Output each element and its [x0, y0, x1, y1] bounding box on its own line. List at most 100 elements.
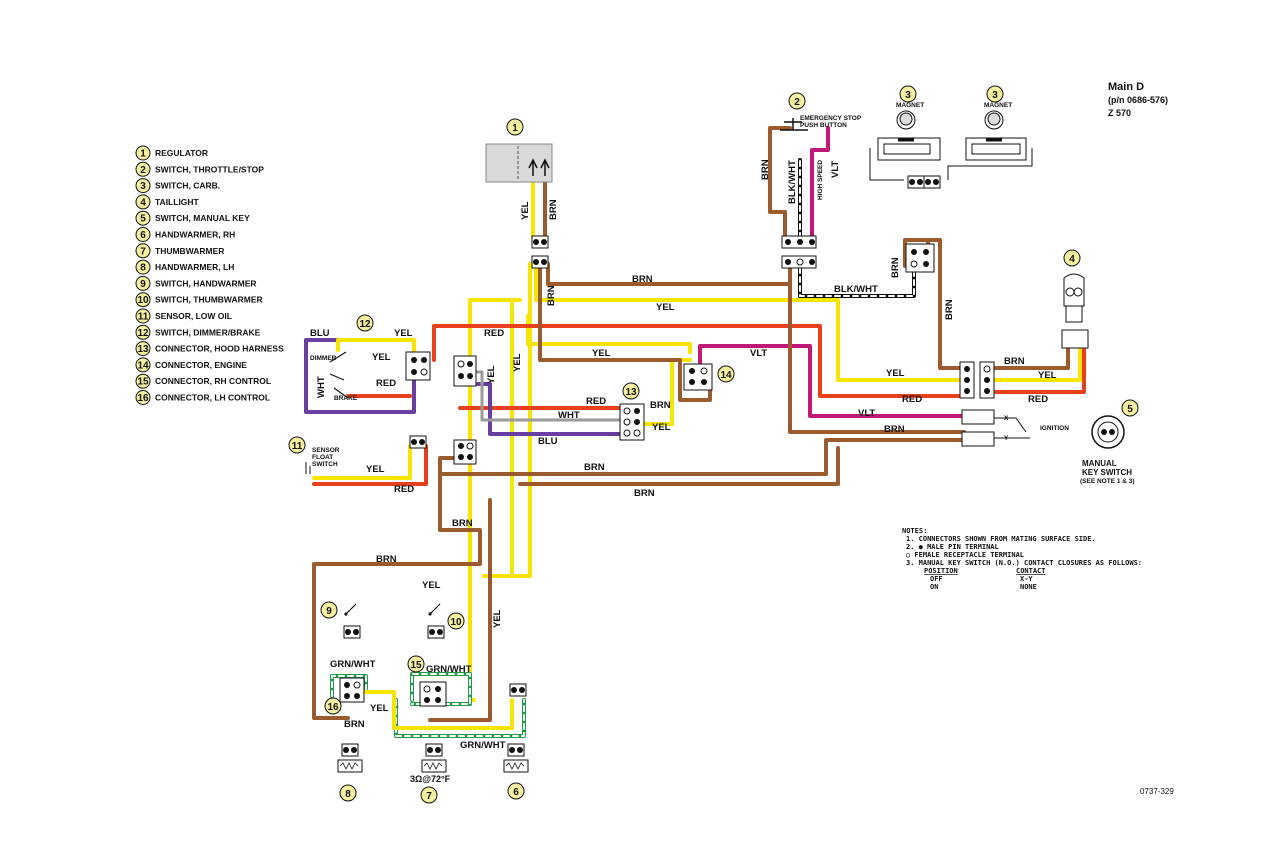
notes-line-4: 3. MANUAL KEY SWITCH (N.O.) CONTACT CLOS…	[906, 559, 1142, 567]
badge-6: 6	[507, 782, 525, 800]
legend-badge	[135, 259, 151, 275]
label-vlt-right: VLT	[858, 408, 875, 419]
ignition-label: IGNITION	[1040, 425, 1069, 432]
wire-yel-bottom	[362, 690, 514, 730]
dimmer-label: DIMMER	[310, 355, 337, 362]
svg-text:16: 16	[327, 702, 339, 713]
svg-text:11: 11	[292, 441, 303, 452]
low-oil-sensor: SENSOR FLOAT SWITCH	[305, 435, 427, 474]
rh-control-connector	[419, 681, 447, 707]
label-brn-bottom-loop: BRN	[376, 554, 397, 565]
label-brn-drop-left: BRN	[452, 518, 473, 529]
regulator	[485, 143, 553, 269]
notes-line-1: 1. CONNECTORS SHOWN FROM MATING SURFACE …	[906, 535, 1096, 543]
badge-1: 1	[506, 118, 524, 136]
sensor-label: SENSOR	[312, 447, 340, 454]
label-yel-hood: YEL	[652, 422, 671, 433]
label-blkwht-throttle: BLK/WHT	[787, 160, 798, 204]
label-brn-regulator: BRN	[548, 199, 559, 220]
wire-red-taillight	[990, 348, 1086, 394]
legend-badge	[135, 373, 151, 389]
svg-text:4: 4	[1069, 254, 1075, 265]
legend-label: HANDWARMER, LH	[155, 262, 234, 272]
wire-blu-hood	[476, 382, 624, 436]
label-brn-side: BRN	[890, 257, 901, 278]
svg-text:7: 7	[426, 791, 432, 802]
lh-control-connector	[339, 677, 365, 703]
badge-8: 8	[339, 784, 357, 802]
legend-number: 15	[137, 377, 149, 388]
wire-brn-taillight	[990, 338, 1070, 370]
svg-text:1: 1	[512, 123, 518, 134]
legend-label: SWITCH, DIMMER/BRAKE	[155, 327, 261, 337]
svg-text:3: 3	[992, 90, 998, 101]
wire-brn-mid	[438, 438, 966, 476]
badge-12: 12	[356, 314, 374, 332]
svg-text:9: 9	[326, 606, 332, 617]
label-brn-hood: BRN	[650, 400, 671, 411]
dimmer-brake-switch: DIMMER BRAKE	[310, 351, 431, 402]
magnet-label-2: MAGNET	[984, 102, 1012, 109]
taillight	[1061, 273, 1089, 349]
label-yel-sensor: YEL	[366, 464, 385, 475]
key-switch-label: KEY SWITCH	[1082, 468, 1132, 477]
wire-yel-regulator-down	[482, 262, 532, 578]
label-red-sensor: RED	[394, 484, 414, 495]
label-blkwht-bottom: BLK/WHT	[834, 284, 878, 295]
magnet-label-1: MAGNET	[896, 102, 924, 109]
wire-yel-sensor	[312, 444, 412, 480]
svg-text:14: 14	[720, 370, 732, 381]
svg-text:13: 13	[625, 387, 637, 398]
number-badges: 1 2 3 3 4 5 6 7 8 9 10 11 12 13 14 15 16	[288, 85, 1139, 804]
label-red-hood: RED	[586, 396, 606, 407]
wire-brn-right	[903, 238, 966, 370]
svg-text:5: 5	[1127, 404, 1133, 415]
wire-brn-top	[546, 262, 792, 286]
legend-badge	[135, 324, 151, 340]
hood-harness-connector	[619, 403, 645, 441]
engine-connector	[683, 363, 713, 391]
legend-number: 6	[140, 230, 146, 241]
legend-number: 10	[137, 295, 149, 306]
label-yel-lh: YEL	[370, 703, 389, 714]
legend-badge	[135, 194, 151, 210]
badge-13: 13	[622, 382, 640, 400]
label-yel-vertical-2: YEL	[512, 353, 523, 372]
badge-3b: 3	[986, 85, 1004, 103]
drawing-number: 0737-329	[1140, 787, 1174, 796]
legend-badge	[135, 275, 151, 291]
legend-badge	[135, 341, 151, 357]
title-main: Main D	[1108, 81, 1144, 93]
legend-label: REGULATOR	[155, 148, 208, 158]
wire-vlt-high-speed	[810, 126, 830, 240]
legend-badge	[135, 243, 151, 259]
label-wht-dimmer: WHT	[316, 376, 327, 398]
label-grnwht-bottom: GRN/WHT	[460, 740, 506, 751]
wire-vlt-ignition	[698, 344, 966, 418]
notes-row-1-pos: ON	[930, 583, 938, 591]
title-part-number: (p/n 0686-576)	[1108, 95, 1168, 105]
legend-badge	[135, 227, 151, 242]
notes-line-2: 2. ● MALE PIN TERMINAL	[906, 543, 999, 551]
badge-9: 9	[320, 601, 338, 619]
notes-row-0-pos: OFF	[930, 575, 943, 583]
wire-red-top	[432, 324, 966, 398]
badge-5: 5	[1121, 399, 1139, 417]
label-brn-lh: BRN	[344, 719, 365, 730]
label-yel-taillight: YEL	[1038, 370, 1057, 381]
notes-line-3: ○ FEMALE RECEPTACLE TERMINAL	[906, 551, 1024, 559]
label-red-dimmer: RED	[376, 378, 396, 389]
wire-yel-hood-loop	[642, 358, 692, 426]
legend-number: 14	[137, 360, 149, 371]
label-brn-throttle: BRN	[760, 159, 771, 180]
taillight-connector	[959, 361, 995, 399]
